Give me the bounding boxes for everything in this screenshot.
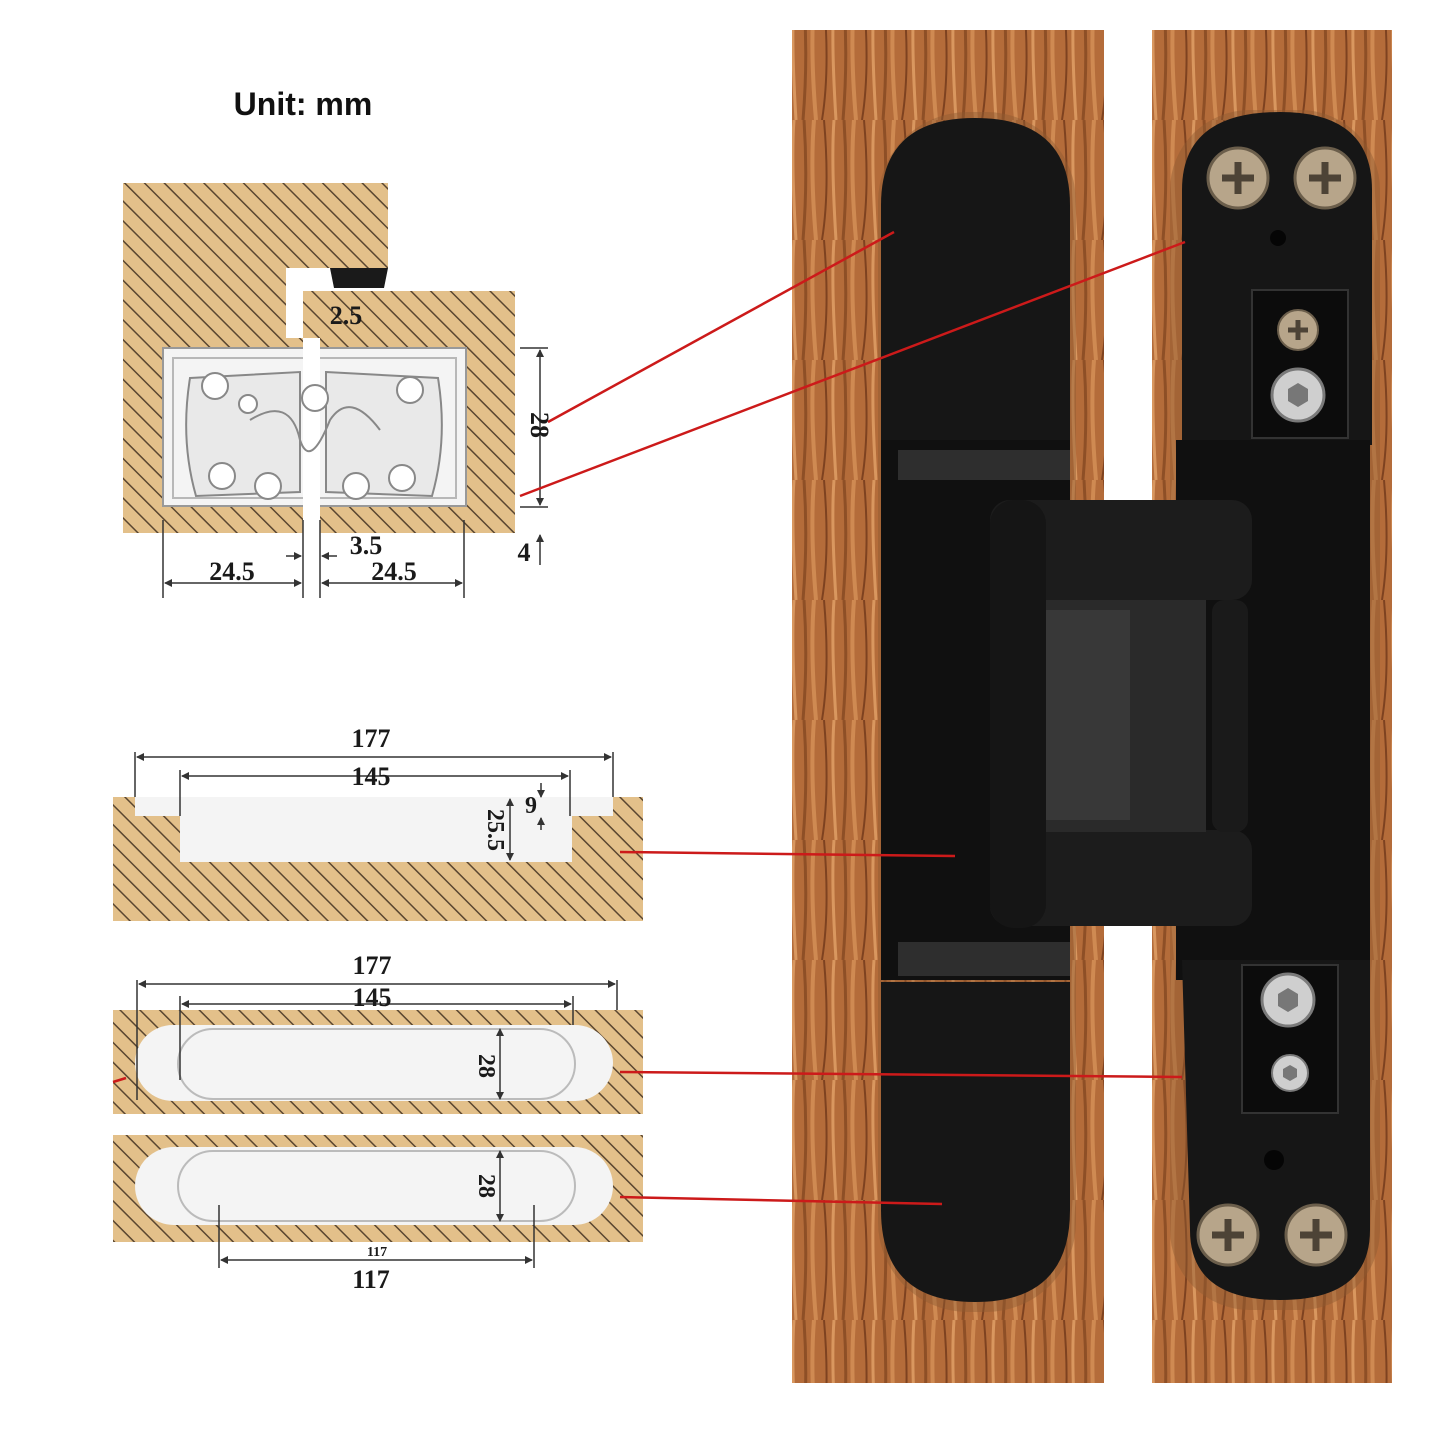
leader-lines (112, 230, 1186, 1206)
frame-mortise-cutout (135, 797, 613, 862)
left-plate-top (881, 118, 1070, 450)
face-mortise-bottom-slot (135, 1147, 613, 1225)
dim-right-width: 24.5 (371, 557, 417, 586)
screws (1196, 146, 1357, 1267)
hinge-linkage (185, 370, 443, 500)
screw-icon (1293, 146, 1357, 210)
dim-top-overall: 177 (353, 951, 392, 980)
dim-total-depth: 25.5 (482, 809, 508, 851)
section-view: 2.5 28 4 3.5 24.5 24.5 (123, 183, 554, 598)
screw-icon (1196, 1203, 1260, 1267)
screw-icon (1284, 1203, 1348, 1267)
dim-top-body: 145 (353, 983, 392, 1012)
dim-depth: 28 (525, 412, 554, 438)
dim-gap-center: 3.5 (350, 531, 383, 560)
screw-icon (1277, 309, 1319, 351)
face-mortise-bottom-view: 28 117 117 (113, 1135, 643, 1294)
dim-reveal: 4 (518, 538, 531, 567)
left-plate-bottom (881, 982, 1070, 1302)
dim-bottom-inner-small: 117 (367, 1245, 387, 1260)
adjust-bolt-icon (1260, 972, 1316, 1028)
face-mortise-top-view: 177 145 28 (113, 951, 643, 1114)
screw-icon (1271, 1054, 1309, 1092)
dim-top-width: 28 (473, 1054, 499, 1078)
adjust-bolt-icon (1270, 367, 1326, 423)
unit-label: Unit: mm (234, 86, 373, 122)
dim-bottom-width: 28 (473, 1174, 499, 1198)
frame-mortise-view: 177 145 9 25.5 (113, 724, 643, 921)
dim-bottom-inner: 117 (352, 1265, 390, 1294)
screw-icon (1206, 146, 1270, 210)
dim-step-depth: 9 (525, 793, 537, 819)
hinge-knuckle (990, 500, 1252, 928)
seal-strip (330, 268, 388, 288)
dim-left-width: 24.5 (209, 557, 255, 586)
face-mortise-top-slot (135, 1025, 613, 1101)
dim-body-length: 145 (352, 762, 391, 791)
dim-overall-length: 177 (352, 724, 391, 753)
hinge-photo (792, 30, 1392, 1383)
dim-gap-top: 2.5 (330, 301, 363, 330)
